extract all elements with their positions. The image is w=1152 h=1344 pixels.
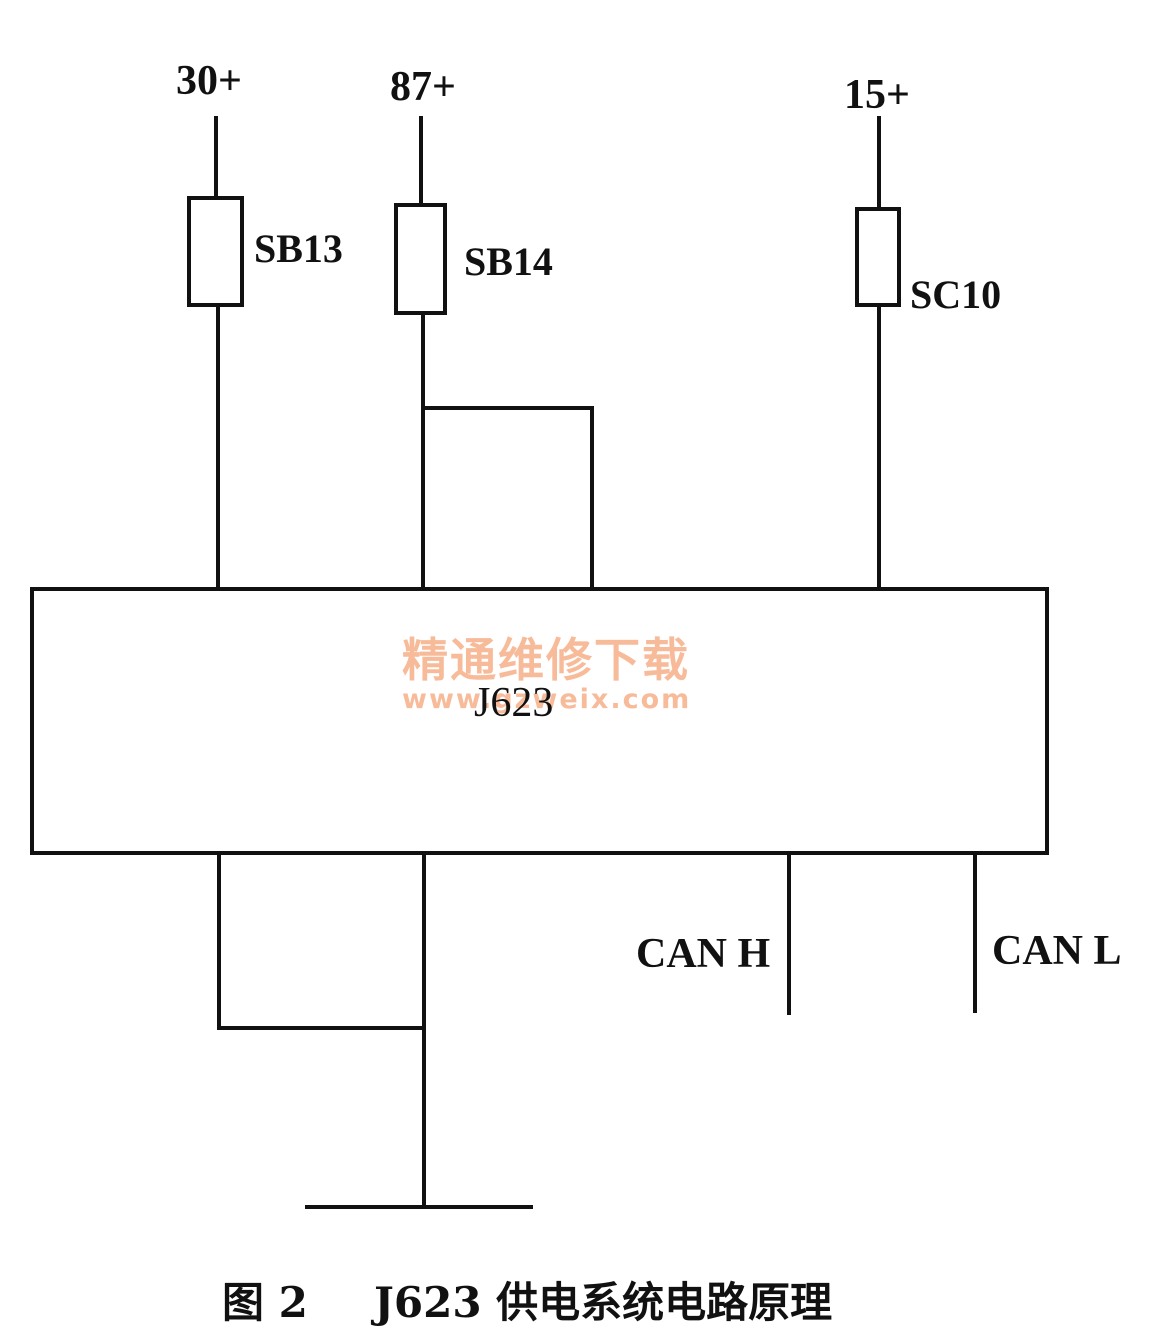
- fuse-sc10: [855, 207, 901, 307]
- figure-title: J623 供电系统电路原理: [370, 1278, 832, 1327]
- fuse-sb14-label: SB14: [464, 239, 553, 284]
- terminal-15-label: 15+: [844, 72, 910, 118]
- ground-wiring: [217, 851, 533, 1209]
- watermark-text: 精通维修下载: [402, 633, 690, 687]
- terminal-30-branch: SB13: [187, 116, 343, 591]
- wire-87-loop: [421, 406, 594, 591]
- can-high-label: CAN H: [636, 931, 770, 977]
- wire-ground-left: [217, 851, 426, 1030]
- fuse-sb14: [394, 203, 447, 315]
- fuse-sc10-label: SC10: [910, 272, 1001, 317]
- figure-number: 图 2: [222, 1278, 308, 1327]
- watermark-url: www.gzweix.com: [402, 684, 691, 715]
- fuse-sb13: [187, 196, 244, 307]
- terminal-87-label: 87+: [390, 64, 456, 110]
- fuse-sb13-label: SB13: [254, 226, 343, 271]
- terminal-15-branch: SC10: [855, 116, 1001, 591]
- terminal-30-label: 30+: [176, 58, 242, 104]
- terminal-87-branch: SB14: [394, 116, 594, 591]
- can-low-label: CAN L: [992, 928, 1122, 974]
- module-j623: [30, 587, 1049, 855]
- module-j623-label: J623: [474, 680, 553, 726]
- can-bus: CAN H CAN L: [636, 851, 1122, 1015]
